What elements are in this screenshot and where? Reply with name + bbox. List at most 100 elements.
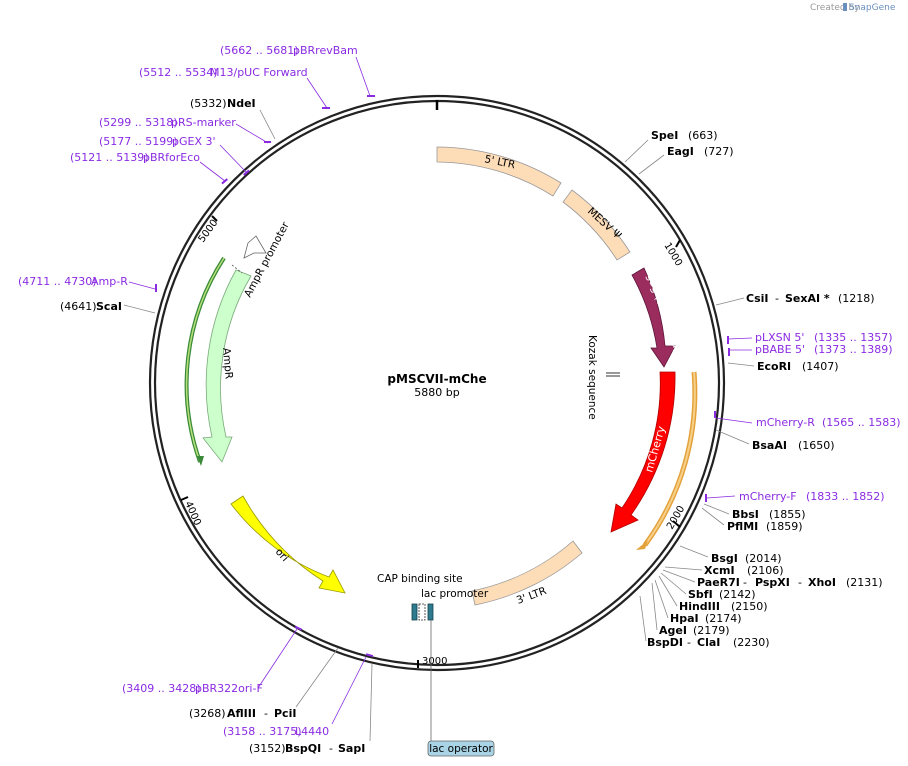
plxsn-name: pLXSN 5' — [755, 331, 804, 344]
ltr5-feature[interactable] — [436, 146, 562, 197]
lac-operator-label: lac operator — [429, 743, 493, 755]
pbrrevbam-leader — [355, 56, 371, 97]
ndei-leader — [259, 109, 276, 140]
lac-promoter-label: lac promoter — [421, 588, 489, 600]
ndei-pos: (5332) — [190, 97, 227, 110]
amp-primer-bar-inner — [185, 257, 225, 463]
gag-feature[interactable] — [631, 267, 676, 368]
pgex-name: pGEX 3' — [172, 135, 216, 148]
paer7i-leader — [662, 569, 696, 583]
xcmi-pos: (2106) — [747, 564, 784, 577]
mcherry-feature[interactable] — [610, 371, 676, 533]
l4440-mark — [365, 653, 374, 658]
bspdi-pos: (2230) — [733, 636, 770, 649]
bbsi-leader — [703, 503, 730, 515]
sbfi-name: SbfI — [688, 588, 713, 601]
ampr-feature[interactable] — [202, 269, 252, 463]
mcherry-f-range: (1833 .. 1852) — [806, 490, 885, 503]
bsgi-leader — [679, 545, 709, 558]
pbabe-name: pBABE 5' — [755, 343, 805, 356]
bsgi-pos: (2014) — [745, 552, 782, 565]
pflmi-pos: (1859) — [766, 520, 803, 533]
bsaai-pos: (1650) — [798, 439, 835, 452]
ltr3-feature[interactable] — [471, 540, 583, 606]
clai-name: ClaI — [697, 636, 720, 649]
lac-operator-tag[interactable] — [427, 740, 495, 757]
ampr-promoter-feature[interactable] — [243, 235, 267, 259]
tick-1000 — [675, 239, 681, 248]
bbsi-pos: (1855) — [769, 508, 806, 521]
bsgi-name: BsgI — [711, 552, 738, 565]
afliii-leader — [295, 647, 339, 708]
prs-leader — [235, 123, 269, 144]
scai-leader — [123, 304, 156, 314]
pbr322ori-mark — [294, 625, 303, 631]
hindiii-name: HindIII — [679, 600, 720, 613]
tick-label-4000: 4000 — [182, 500, 202, 528]
lac-promoter-feature[interactable] — [418, 603, 426, 621]
lac-operator-feature[interactable] — [427, 603, 434, 621]
pspxi-dash: - — [798, 576, 802, 589]
csii-dash: - — [775, 292, 779, 305]
bspqi-pos: (3152) — [249, 742, 286, 755]
eagi-pos: (727) — [704, 145, 734, 158]
mesv-psi-feature[interactable] — [562, 189, 631, 261]
ecori-name: EcoRI — [757, 360, 791, 373]
pbr322ori-range: (3409 .. 3428) — [122, 682, 201, 695]
pbrforeco-name: pBRforEco — [143, 151, 200, 164]
csii-name: CsiI — [746, 292, 768, 305]
agei-leader — [651, 582, 658, 631]
tick-2000 — [672, 520, 681, 528]
hpai-leader — [654, 579, 669, 619]
mcherry-primer-bar-inner — [644, 371, 696, 546]
spei-pos: (663) — [688, 129, 718, 142]
paer7i-pos: (2131) — [846, 576, 883, 589]
m13-leader — [306, 77, 328, 109]
pbrforeco-mark — [221, 178, 228, 185]
l4440-leader — [331, 656, 367, 725]
sbfi-pos: (2142) — [719, 588, 756, 601]
pbabe-mark — [728, 348, 730, 356]
prs-mark — [264, 141, 271, 143]
paer7i-name: PaeR7I — [697, 576, 740, 589]
xcmi-name: XcmI — [704, 564, 735, 577]
pflmi-leader — [701, 507, 725, 526]
paer7i-dash: - — [743, 576, 747, 589]
plasmid-name: pMSCVII-mChe — [387, 372, 486, 386]
plxsn-range: (1335 .. 1357) — [814, 331, 893, 344]
pgex-range: (5177 .. 5199) — [99, 135, 178, 148]
scai-pos: (4641) — [60, 300, 97, 313]
pbrrevbam-range: (5662 .. 5681) — [220, 44, 299, 57]
backbone-outer — [148, 94, 726, 672]
pgex-mark — [243, 169, 250, 176]
csii-pos: (1218) — [838, 292, 875, 305]
l4440-range: (3158 .. 3175) — [223, 725, 302, 738]
pbrforeco-range: (5121 .. 5139) — [70, 151, 149, 164]
bspdi-leader — [639, 595, 647, 642]
snapgene-logo-icon — [843, 3, 847, 11]
sapi-name: SapI — [338, 742, 365, 755]
kozak-label: Kozak sequence — [586, 335, 598, 420]
ecori-pos: (1407) — [802, 360, 839, 373]
pflmi-name: PflMI — [727, 520, 758, 533]
cap-site-feature[interactable] — [411, 603, 418, 621]
ori-feature[interactable] — [230, 495, 346, 594]
pcii-name: PciI — [274, 707, 296, 720]
bspqi-name: BspQI — [285, 742, 321, 755]
mcherry-primer-arrowhead — [636, 540, 648, 550]
plxsn-leader — [727, 337, 753, 340]
bspdi-dash: - — [687, 636, 691, 649]
agei-pos: (2179) — [693, 624, 730, 637]
sbfi-leader — [660, 572, 687, 595]
tick-5000 — [211, 215, 218, 222]
amp-r-leader — [128, 281, 156, 290]
ampr-label: AmpR — [220, 347, 235, 379]
pbrforeco-leader — [199, 161, 226, 182]
mcherry-r-range: (1565 .. 1583) — [822, 416, 901, 429]
amp-r-mark — [155, 284, 157, 292]
xcmi-leader — [664, 566, 703, 571]
pspxi-name: PspXI — [755, 576, 790, 589]
bspqi-leader — [369, 663, 373, 742]
eagi-leader — [638, 154, 665, 175]
